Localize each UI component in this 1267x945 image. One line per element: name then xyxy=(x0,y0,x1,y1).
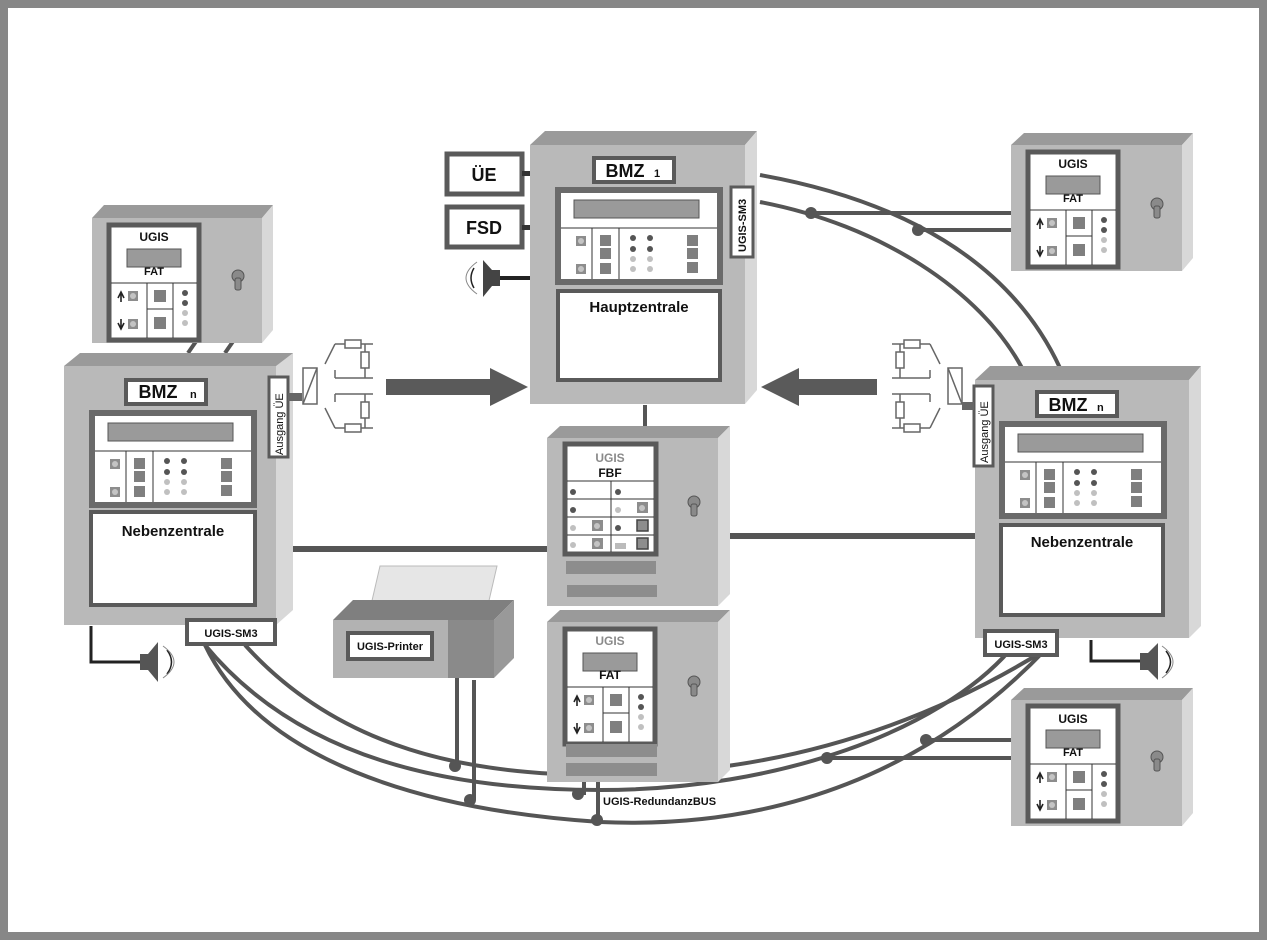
speaker-icon-main xyxy=(465,260,530,297)
fat-brand: UGIS xyxy=(139,230,168,244)
bmz-right-cabinet: BMZ n Nebenzentrale Ausgang ÜE UGIS-SM3 xyxy=(962,366,1201,657)
sm3-module-label: UGIS-SM3 xyxy=(204,628,257,640)
input-ue: ÜE xyxy=(444,151,530,197)
fat-type: FAT xyxy=(1063,747,1083,759)
fat-brand: UGIS xyxy=(1058,712,1087,726)
sm3-module-label: UGIS-SM3 xyxy=(737,199,749,252)
sm3-module-label: UGIS-SM3 xyxy=(994,639,1047,651)
fat-panel-center: UGIS FAT xyxy=(547,610,730,782)
bus-junctions xyxy=(449,207,932,826)
input-label: FSD xyxy=(466,218,502,238)
connection-lines xyxy=(186,211,1012,820)
bmz-id-label: BMZ xyxy=(1049,395,1088,415)
output-label: Ausgang ÜE xyxy=(274,393,286,455)
output-label: Ausgang ÜE xyxy=(979,401,991,463)
bus-line-upper-outer xyxy=(759,173,1062,369)
fat-type: FAT xyxy=(599,668,621,682)
fat-panel-bottom-right: UGIS FAT xyxy=(1011,688,1193,826)
fat-brand: UGIS xyxy=(595,634,624,648)
bmz-id-sub: n xyxy=(1097,402,1104,414)
fat-type: FAT xyxy=(144,266,164,278)
printer-label: UGIS-Printer xyxy=(357,641,424,653)
arrow-right-to-main xyxy=(761,368,877,406)
arrow-left-to-main xyxy=(386,368,528,406)
bmz-id-label: BMZ xyxy=(139,382,178,402)
panel-name: Nebenzentrale xyxy=(1031,534,1134,551)
bmz-id-label: BMZ xyxy=(606,161,645,181)
bus-label: UGIS-RedundanzBUS xyxy=(603,796,716,808)
fat-panel-top-right: UGIS FAT xyxy=(1011,133,1193,271)
speaker-icon-right xyxy=(1089,640,1174,680)
bmz-id-sub: 1 xyxy=(654,168,660,180)
input-label: ÜE xyxy=(471,165,496,185)
input-fsd: FSD xyxy=(444,204,530,250)
fat-type: FAT xyxy=(1063,193,1083,205)
bmz-left-cabinet: BMZ n Nebenzentrale Ausgang ÜE UGIS-SM3 xyxy=(64,353,302,646)
bmz-id-sub: n xyxy=(190,389,197,401)
fbf-panel: UGIS FBF xyxy=(547,426,730,606)
panel-name: Nebenzentrale xyxy=(122,523,225,540)
fat-brand: UGIS xyxy=(1058,157,1087,171)
panel-name: Hauptzentrale xyxy=(589,299,688,316)
fbf-type: FBF xyxy=(598,466,621,480)
fat-panel-top-left: UGIS FAT xyxy=(92,205,273,343)
speaker-icon-left xyxy=(89,626,175,682)
bmz-main-cabinet: BMZ 1 Hauptzentrale UGIS-SM3 xyxy=(530,131,757,404)
fbf-brand: UGIS xyxy=(595,451,624,465)
printer: UGIS-Printer xyxy=(333,565,514,678)
